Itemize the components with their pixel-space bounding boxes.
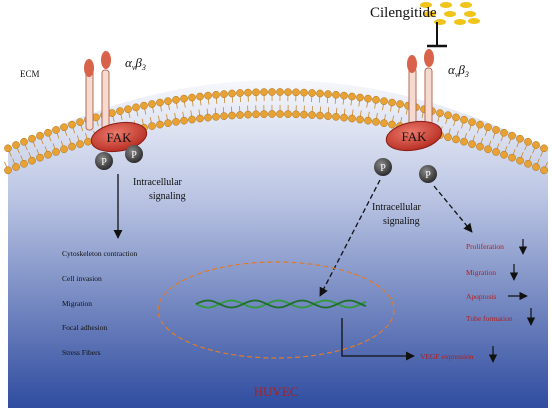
svg-text:FAK: FAK: [106, 130, 132, 145]
svg-text:P: P: [101, 157, 107, 168]
cell-body: [8, 80, 548, 408]
vegf-expression-label: VEGF expression: [420, 352, 474, 361]
left-outcome: Focal adhesion: [62, 323, 107, 332]
phospho-site-left-1: P: [95, 152, 113, 170]
phospho-site-right-1: P: [374, 158, 392, 176]
signaling-label-right-1: Intracellular: [372, 202, 422, 213]
right-outcome-list: Proliferation Migration Apoptosis Tube f…: [420, 239, 536, 363]
signaling-label-left-1: Intracellular: [133, 177, 183, 188]
svg-text:FAK: FAK: [401, 129, 427, 144]
right-outcome-migration: Migration: [466, 268, 496, 277]
signaling-label-right-2: signaling: [383, 216, 420, 227]
svg-text:P: P: [380, 163, 386, 174]
left-outcome: Cell invasion: [62, 274, 102, 283]
inhibition-symbol: [427, 22, 447, 48]
arrow-to-vegf: [341, 318, 415, 361]
left-outcome: Cytoskeleton contraction: [62, 249, 137, 258]
ecm-label: ECM: [20, 69, 40, 79]
left-outcome: Stress Fibers: [62, 348, 101, 357]
integrin-receptor-left: [84, 51, 111, 131]
receptor-label-right: αvβ3: [448, 62, 469, 79]
arrow-right-to-nucleus: [319, 179, 381, 297]
phospho-site-left-2: P: [125, 145, 143, 163]
right-outcome-proliferation: Proliferation: [466, 242, 504, 251]
fak-kinase-left: FAK: [90, 121, 148, 153]
receptor-label-left: αvβ3: [125, 55, 146, 72]
right-outcome-tube-formation: Tube formation: [466, 314, 513, 323]
cilengitide-molecules: [420, 2, 480, 25]
cell-type-label: HUVEC: [254, 384, 299, 399]
phospho-site-right-2: P: [419, 165, 437, 183]
right-outcome-apoptosis: Apoptosis: [466, 292, 497, 301]
left-outcome-list: Cytoskeleton contraction Cell invasion M…: [62, 249, 137, 357]
svg-text:P: P: [131, 150, 137, 161]
fak-kinase-right: FAK: [385, 120, 443, 152]
left-outcome: Migration: [62, 299, 92, 308]
dna-strand-b: [195, 299, 367, 309]
arrow-right-to-outcomes: [433, 185, 473, 233]
signaling-label-left-2: signaling: [149, 191, 186, 202]
drug-label: Cilengitide: [370, 5, 437, 21]
nucleus-outline: [157, 261, 395, 359]
svg-text:P: P: [425, 170, 431, 181]
